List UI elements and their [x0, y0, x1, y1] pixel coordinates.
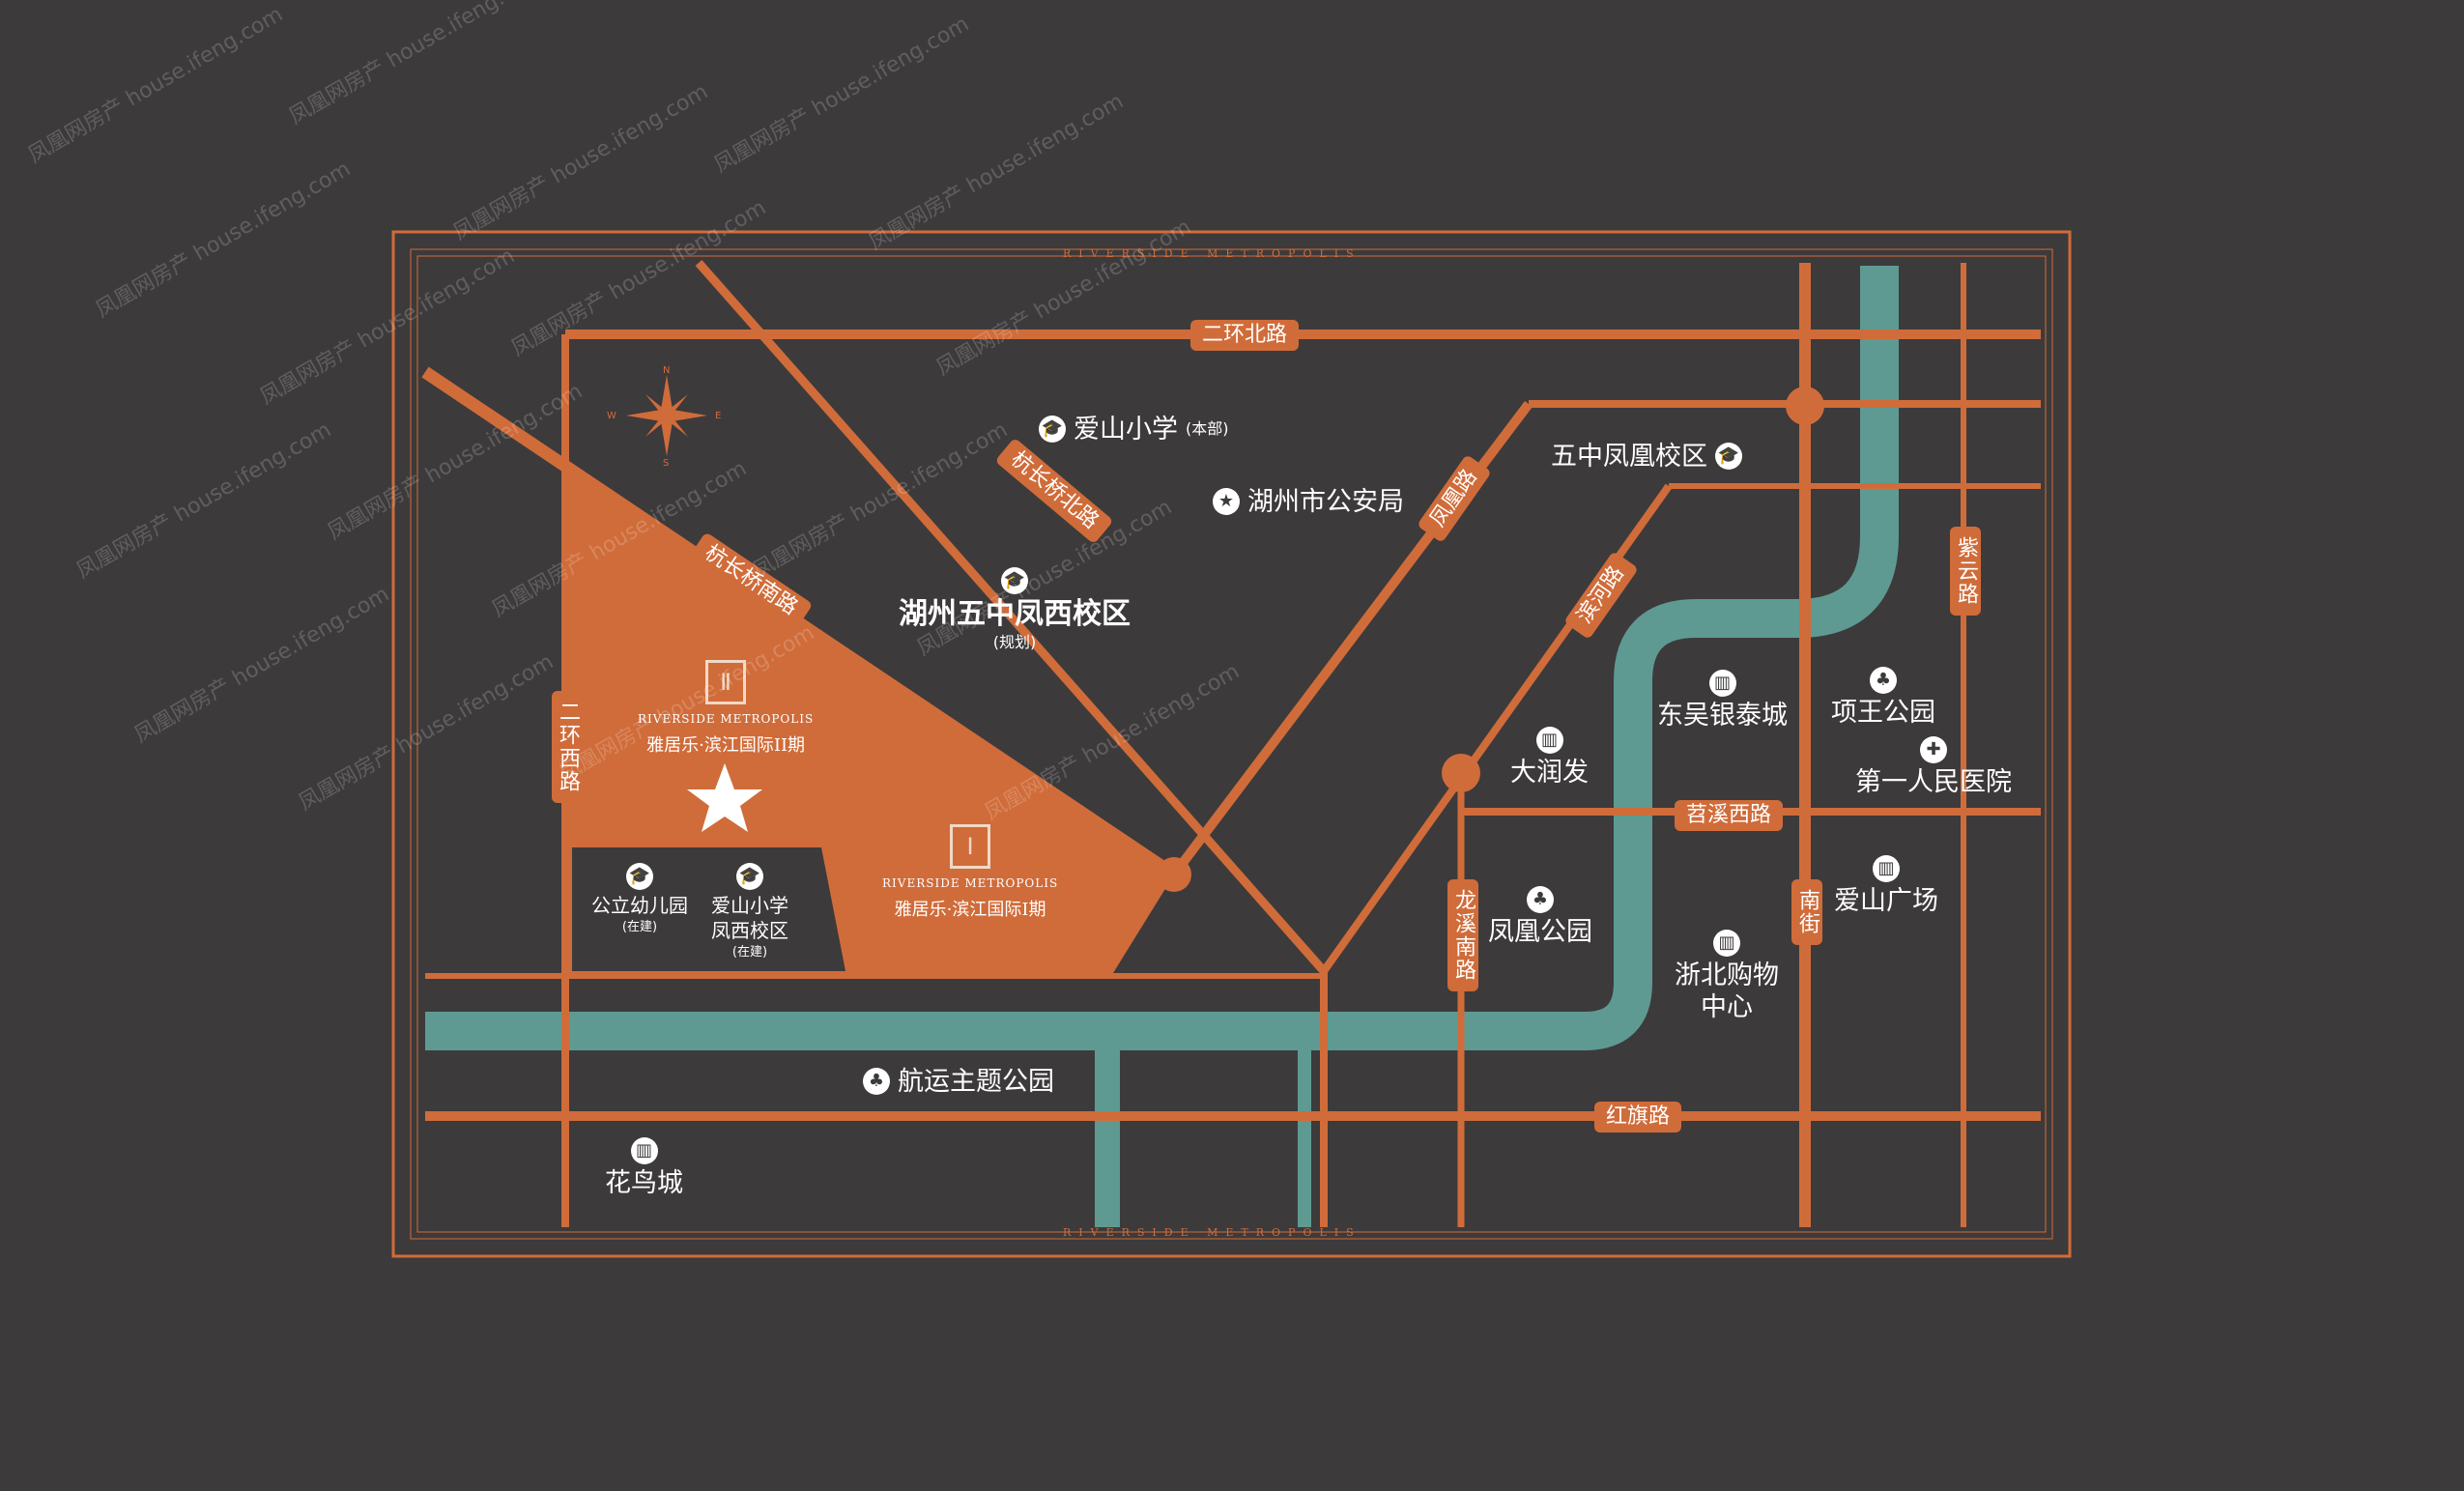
project-star-icon [687, 763, 762, 832]
school-icon: 🎓 [1039, 416, 1066, 443]
road-tiaoxi-xi: 苕溪西路 [1675, 800, 1784, 831]
project-phase2: Ⅱ RIVERSIDE METROPOLIS 雅居乐·滨江国际II期 [638, 660, 814, 757]
compass-w: W [607, 411, 616, 421]
road-ziyun: 紫云路 [1950, 527, 1981, 616]
road-hongqi: 红旗路 [1594, 1102, 1682, 1133]
project-area [565, 469, 1174, 976]
poi-wuzhong-fengxi: 🎓 湖州五中凤西校区 (规划) [899, 567, 1131, 650]
project-logo-icon: Ⅱ [705, 660, 747, 704]
poi-wuzhong-fenghuang: 五中凤凰校区 🎓 [1551, 443, 1742, 470]
school-icon: 🎓 [736, 863, 763, 890]
star-icon: ★ [1213, 488, 1240, 515]
poi-huaniao: ▥ 花鸟城 [605, 1137, 683, 1196]
tree-icon: ♣ [1870, 667, 1897, 694]
poi-hangyun-park: ♣ 航运主题公园 [863, 1068, 1054, 1095]
project-logo-icon: Ⅰ [950, 824, 991, 869]
poi-kindergarten: 🎓 公立幼儿园 (在建) [591, 863, 688, 933]
poi-dongwu-yintai: ▥ 东吴银泰城 [1657, 670, 1788, 729]
frame-top-text: RIVERSIDE METROPOLIS [1063, 247, 1361, 260]
school-icon: 🎓 [1715, 443, 1742, 470]
compass-s: S [663, 458, 670, 469]
poi-zhebei-mall: ▥ 浙北购物 中心 [1675, 930, 1779, 1020]
mall-icon: ▥ [630, 1137, 658, 1164]
hospital-icon: ✚ [1920, 736, 1947, 763]
project-phase1: Ⅰ RIVERSIDE METROPOLIS 雅居乐·滨江国际I期 [882, 824, 1058, 921]
poi-aishan-school-main: 🎓 爱山小学 (本部) [1039, 416, 1229, 443]
poi-first-hospital: ✚ 第一人民医院 [1855, 736, 2012, 795]
mall-icon: ▥ [1535, 727, 1563, 754]
frame-bottom-text: RIVERSIDE METROPOLIS [1063, 1226, 1361, 1239]
school-icon: 🎓 [1001, 567, 1028, 594]
school-icon: 🎓 [626, 863, 653, 890]
road-nanjie: 南街 [1791, 879, 1822, 945]
outer-frame [391, 230, 2072, 1258]
poi-darunfa: ▥ 大润发 [1510, 727, 1589, 786]
poi-fenghuang-park: ♣ 凤凰公园 [1488, 886, 1592, 945]
compass-n: N [663, 365, 671, 376]
inner-frame [410, 248, 2053, 1240]
poi-aishan-square: ▥ 爱山广场 [1834, 855, 1938, 914]
poi-xiangwang-park: ♣ 项王公园 [1831, 667, 1935, 726]
road-erhuan-bei: 二环北路 [1190, 320, 1300, 351]
mall-icon: ▥ [1713, 930, 1740, 957]
mall-icon: ▥ [1708, 670, 1736, 697]
road-erhuan-xi: 二环西路 [552, 691, 583, 803]
river [425, 266, 1899, 1050]
tree-icon: ♣ [863, 1068, 890, 1095]
inner-frame-2 [416, 255, 2047, 1233]
mall-icon: ▥ [1873, 855, 1900, 882]
compass-e: E [715, 411, 722, 421]
compass-rose [626, 375, 707, 456]
tree-icon: ♣ [1527, 886, 1554, 913]
poi-police: ★ 湖州市公安局 [1213, 488, 1404, 515]
poi-aishan-fengxi: 🎓 爱山小学 凤西校区 (在建) [711, 863, 788, 959]
road-longxi-nan: 龙溪南路 [1447, 879, 1478, 991]
